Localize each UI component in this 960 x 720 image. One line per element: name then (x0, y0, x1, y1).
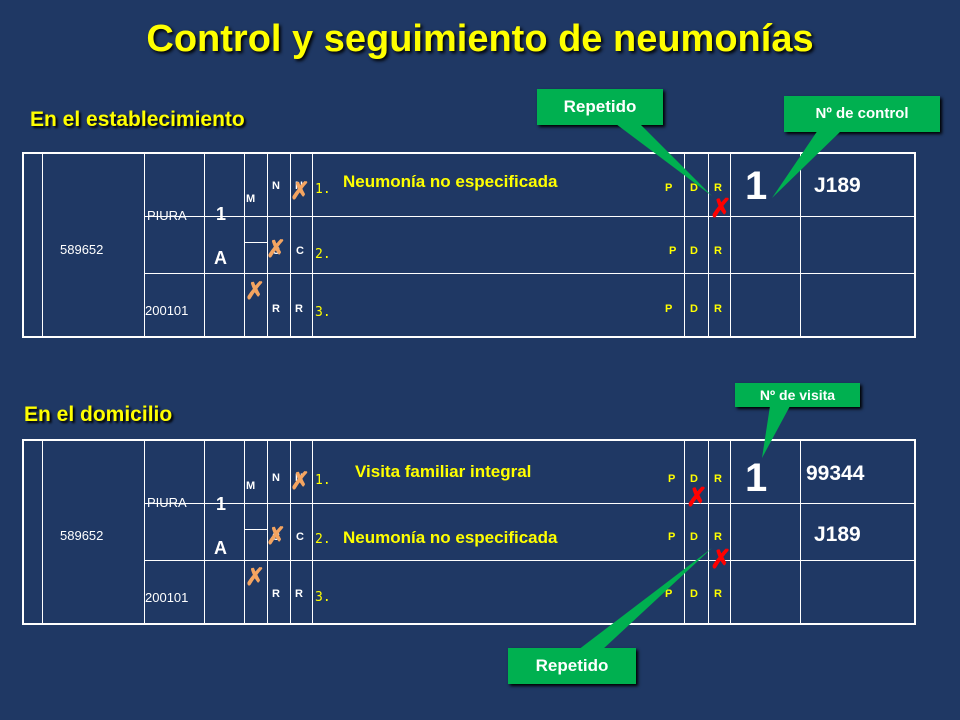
cond-c-right: C (296, 531, 304, 543)
pdr-p-3: P (665, 588, 673, 600)
pdr-d-3: D (690, 588, 698, 600)
pdr-r-1: R (714, 473, 722, 485)
code-1: J189 (814, 174, 861, 197)
pdr-r-2: R (714, 531, 722, 543)
sex-label: M (246, 193, 256, 205)
pdr-p-2: P (668, 531, 676, 543)
patient-date: 200101 (145, 303, 189, 318)
code-1: 99344 (806, 462, 865, 485)
page-title: Control y seguimiento de neumonías (146, 18, 814, 60)
pdr-p-2: P (669, 245, 677, 257)
patient-place: PIURA (147, 208, 187, 223)
patient-id: 589652 (60, 528, 104, 543)
line-number-1: 1. (315, 473, 331, 488)
cross-mark-red: ✗ (710, 193, 732, 223)
pointer-repeated-2 (578, 548, 712, 650)
cross-mark-orange: ✗ (290, 468, 311, 495)
pdr-d-3: D (690, 303, 698, 315)
line-number-3: 3. (315, 590, 331, 605)
callout-control-number: Nº de control (784, 96, 940, 132)
visit-number: 1 (745, 456, 768, 500)
age-number: 1 (216, 204, 227, 224)
cond-r-right: R (295, 588, 303, 600)
section-heading-home: En el domicilio (24, 403, 173, 426)
cond-r-left: R (272, 303, 280, 315)
pdr-d-1: D (690, 473, 698, 485)
code-2: J189 (814, 523, 861, 546)
cond-c-right: C (296, 245, 304, 257)
callout-repeated-1: Repetido (537, 89, 663, 125)
line-number-2: 2. (315, 247, 331, 262)
pdr-r-3: R (714, 588, 722, 600)
diagnosis-2: Neumonía no especificada (343, 528, 558, 547)
pdr-d-1: D (690, 182, 698, 194)
section-heading-establishment: En el establecimiento (30, 108, 245, 131)
patient-id: 589652 (60, 242, 104, 257)
callout-visit-number: Nº de visita (735, 383, 860, 407)
age-number: 1 (216, 494, 227, 514)
cond-c-left: C (272, 245, 280, 257)
cross-mark-red: ✗ (686, 482, 708, 512)
pdr-p-1: P (665, 182, 673, 194)
cross-mark-orange: ✗ (290, 178, 311, 205)
cross-mark-red: ✗ (710, 544, 732, 574)
cond-n-right: N (295, 180, 303, 192)
cross-mark-orange: ✗ (266, 236, 287, 263)
cond-n-left: N (272, 180, 280, 192)
pdr-d-2: D (690, 245, 698, 257)
cond-n-left: N (272, 472, 280, 484)
pdr-r-1: R (714, 182, 722, 194)
register-table-home (22, 439, 916, 625)
pdr-d-2: D (690, 531, 698, 543)
sex-label: M (246, 480, 256, 492)
line-number-2: 2. (315, 532, 331, 547)
patient-date: 200101 (145, 590, 189, 605)
pdr-r-3: R (714, 303, 722, 315)
age-unit: A (214, 248, 227, 268)
pointer-visit (762, 406, 790, 458)
pdr-p-3: P (665, 303, 673, 315)
register-table-establishment (22, 152, 916, 338)
callout-repeated-2: Repetido (508, 648, 636, 684)
line-number-1: 1. (315, 182, 331, 197)
cross-mark-orange: ✗ (266, 523, 287, 550)
line-number-3: 3. (315, 305, 331, 320)
pdr-p-1: P (668, 473, 676, 485)
diagnosis-1: Visita familiar integral (355, 462, 532, 481)
age-unit: A (214, 538, 227, 558)
pointer-repeated-1 (616, 124, 712, 196)
pointer-control (772, 130, 842, 198)
cond-n-right: N (295, 472, 303, 484)
cross-mark-orange: ✗ (245, 564, 266, 591)
control-number: 1 (745, 164, 768, 208)
diagnosis-1: Neumonía no especificada (343, 172, 558, 191)
cond-r-right: R (295, 303, 303, 315)
patient-place: PIURA (147, 495, 187, 510)
cond-r-left: R (272, 588, 280, 600)
cond-c-left: C (272, 531, 280, 543)
pdr-r-2: R (714, 245, 722, 257)
cross-mark-orange: ✗ (245, 278, 266, 305)
